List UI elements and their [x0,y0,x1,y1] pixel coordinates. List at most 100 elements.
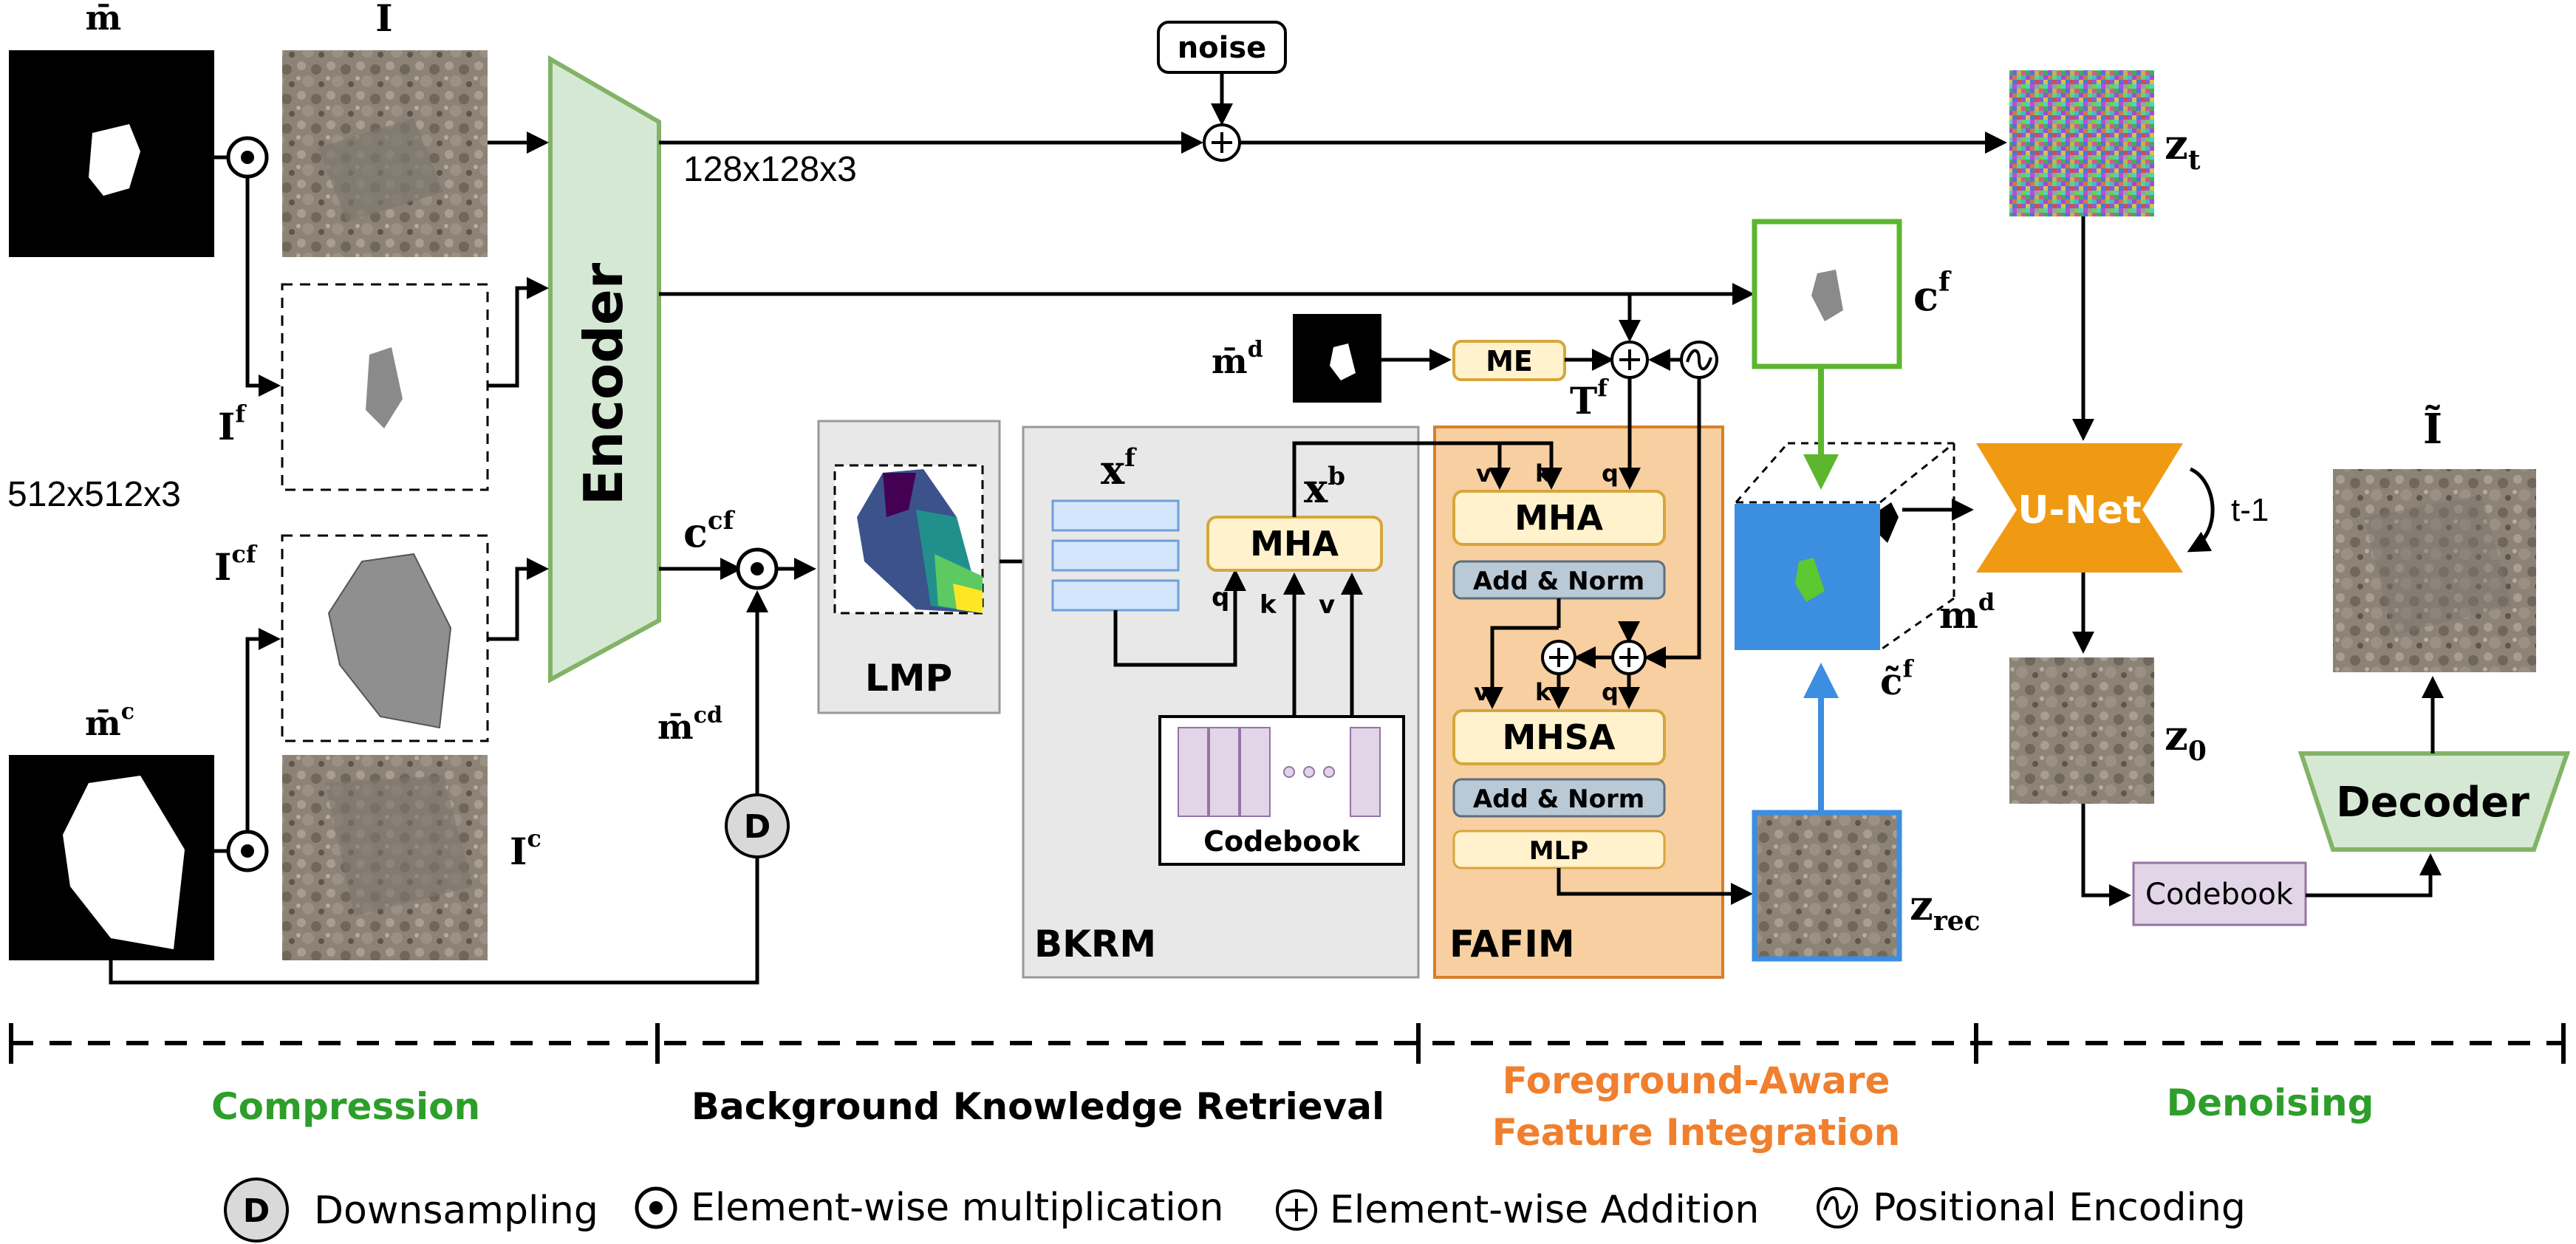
loop-arrow-t-minus-1 [2187,467,2215,553]
decoder-label: Decoder [2336,779,2529,827]
output-image [2333,469,2536,672]
fafim-mhsa-block [1452,709,1666,765]
bkrm-k-label: k [1260,590,1277,620]
label-I: I [375,0,392,40]
decoder-codebook-label: Codebook [2145,878,2294,912]
label-xb: xb [1304,462,1345,512]
noise-label: noise [1178,31,1267,65]
fafim-label: FAFIM [1449,923,1575,966]
fafim-v-label-1: v [1476,459,1492,488]
lmp-map-4 [953,584,983,613]
fafim-v-label-2: v [1474,678,1489,706]
arrow-codebook-to-decoder [2306,853,2442,898]
label-m-bar-c: m̄c [85,699,134,743]
codebook-dot-2 [1303,766,1315,778]
label-I-f: If [218,400,247,448]
md-slice [1880,502,1899,543]
moth-complete [327,553,452,729]
arrow-z0-to-codebook [2081,804,2131,906]
legend-positional: Positional Encoding [1873,1186,2246,1230]
fafim-mha-block [1452,490,1666,546]
arrow-xb-to-fafim [1292,441,1562,517]
decoder-block [2297,751,2571,852]
fafim-q-label-1: q [1602,459,1619,488]
label-size-128: 128x128x3 [683,150,857,189]
ctilde-moth [1795,558,1825,602]
label-I-c: Ic [510,824,541,873]
fafim-q-label-2: q [1602,678,1619,706]
arrow-to-Icf [245,628,281,832]
label-t-minus-1: t-1 [2231,492,2269,528]
fafim-k-label-1: k [1535,459,1551,488]
codebook-dot-3 [1323,766,1335,778]
encoder-label: Encoder [573,262,635,505]
unet-block [1976,443,2183,573]
decoder-codebook-block [2132,861,2307,926]
arrow-Icf-to-encoder [488,558,549,641]
lmp-map-5 [883,473,916,517]
md-moth [1330,344,1356,380]
stage-foreground-1: Foreground-Aware [1503,1059,1890,1102]
codebook-col-1 [1178,727,1209,817]
output-moth [2364,495,2512,635]
xf-token-2 [1051,539,1180,572]
legend-addition: Element-wise Addition [1330,1188,1759,1232]
z0-image [2009,657,2154,804]
cube-edge-5 [1879,442,1955,504]
fafim-k-label-2: k [1535,678,1551,706]
positional-wave-icon [1686,349,1712,371]
legend-multiplication: Element-wise multiplication [691,1186,1224,1230]
unet-label: U-Net [2018,488,2141,533]
legend-downsampling: Downsampling [314,1189,598,1233]
multiply-dot-bottom [241,844,254,858]
label-zrec: zrec [1910,881,1981,937]
label-zt: zt [2165,120,2201,176]
encoder-block [548,55,661,684]
arrow-pe-to-add-mid [1644,377,1701,669]
fafim-addnorm-2-label: Add & Norm [1473,785,1644,814]
codebook-col-4 [1350,727,1381,817]
codebook-dot-1 [1283,766,1295,778]
xf-token-1 [1051,499,1180,532]
legend-multiply-dot [649,1201,663,1214]
fafim-mhsa-label: MHSA [1502,717,1615,757]
downsample-label: D [744,808,771,846]
label-size-512: 512x512x3 [7,475,181,514]
label-I-tilde: Ĩ [2423,405,2442,454]
stage-compression: Compression [211,1085,480,1128]
cube-edge-1 [1735,442,1789,503]
fafim-addnorm-1-label: Add & Norm [1473,567,1644,596]
fafim-mlp-label: MLP [1529,836,1588,866]
bkrm-q-label: q [1212,583,1229,612]
moth-shape-I [318,118,443,222]
legend-downsample-icon [224,1178,289,1243]
arrow-mlp-to-zrec [1557,868,1753,905]
xf-token-3 [1051,579,1180,612]
bkrm-v-label: v [1319,590,1335,620]
cf-moth [1811,270,1843,321]
legend-downsample-letter: D [243,1192,270,1230]
arrow-to-If [245,177,281,397]
label-xf: xf [1101,443,1137,493]
arrow-If-to-encoder [488,277,549,388]
legend-positional-wave [1823,1196,1851,1220]
label-cf: cf [1913,267,1952,321]
multiply-dot-top [241,151,254,164]
moth-shape-Ic [325,776,473,916]
codebook-col-3 [1240,727,1271,817]
lmp-label: LMP [865,657,952,700]
label-m-bar-cd: m̄cd [657,703,722,747]
fafim-mha-label: MHA [1514,498,1603,538]
codebook-col-2 [1209,727,1240,817]
cube-edge-4 [1879,597,1955,652]
arrow-xf-to-mha-q [1113,569,1246,667]
bkrm-codebook-label: Codebook [1203,825,1360,858]
label-ctilde-f: c̃f [1880,655,1914,703]
moth-foreground [366,347,403,428]
label-md: md [1939,588,1995,637]
me-label: ME [1486,345,1533,377]
bkrm-mha-label: MHA [1250,524,1339,564]
multiply-dot-ccf [751,562,764,575]
line-mask-to-D [109,857,759,985]
